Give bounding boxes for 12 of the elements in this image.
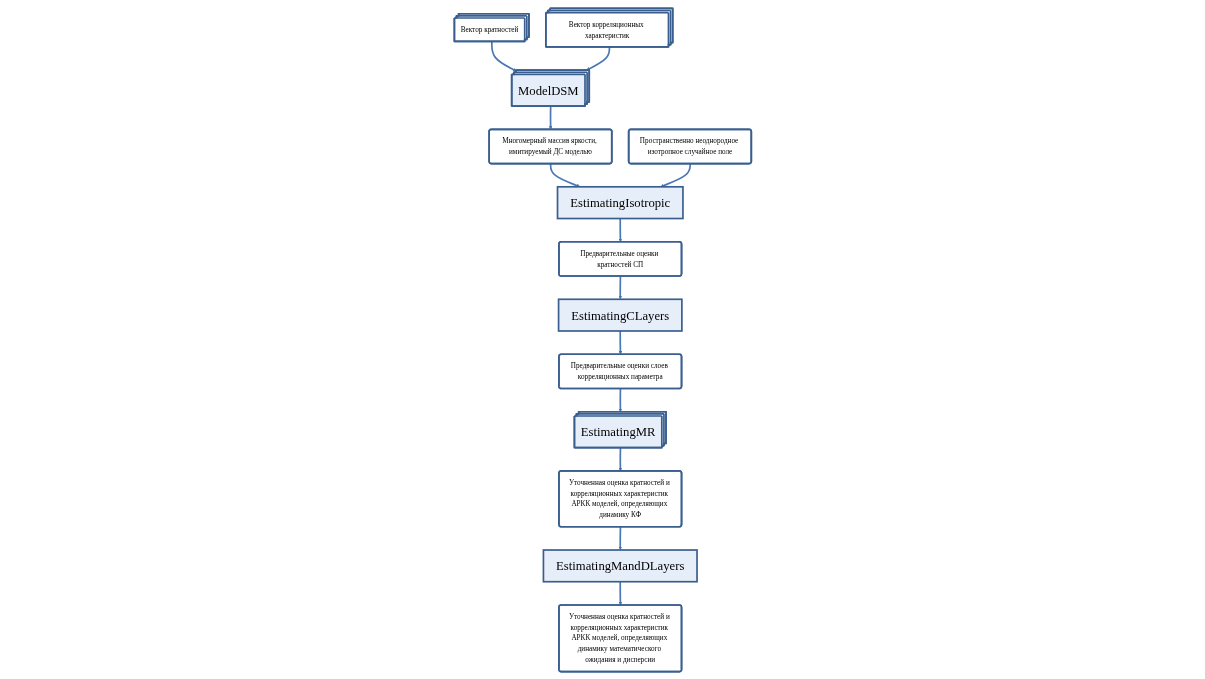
node-box: EstimatingIsotropic bbox=[556, 185, 684, 219]
arrow bbox=[618, 387, 622, 412]
node-box: EstimatingCLayers bbox=[557, 297, 683, 332]
arrow bbox=[618, 274, 622, 299]
arrow bbox=[659, 162, 691, 187]
arrow bbox=[618, 580, 622, 605]
arrow bbox=[618, 329, 622, 355]
node-box: EstimatingMandDLayers bbox=[542, 548, 698, 583]
arrow bbox=[618, 217, 622, 242]
arrow bbox=[490, 40, 516, 71]
arrow bbox=[549, 162, 580, 187]
arrow bbox=[618, 525, 622, 550]
